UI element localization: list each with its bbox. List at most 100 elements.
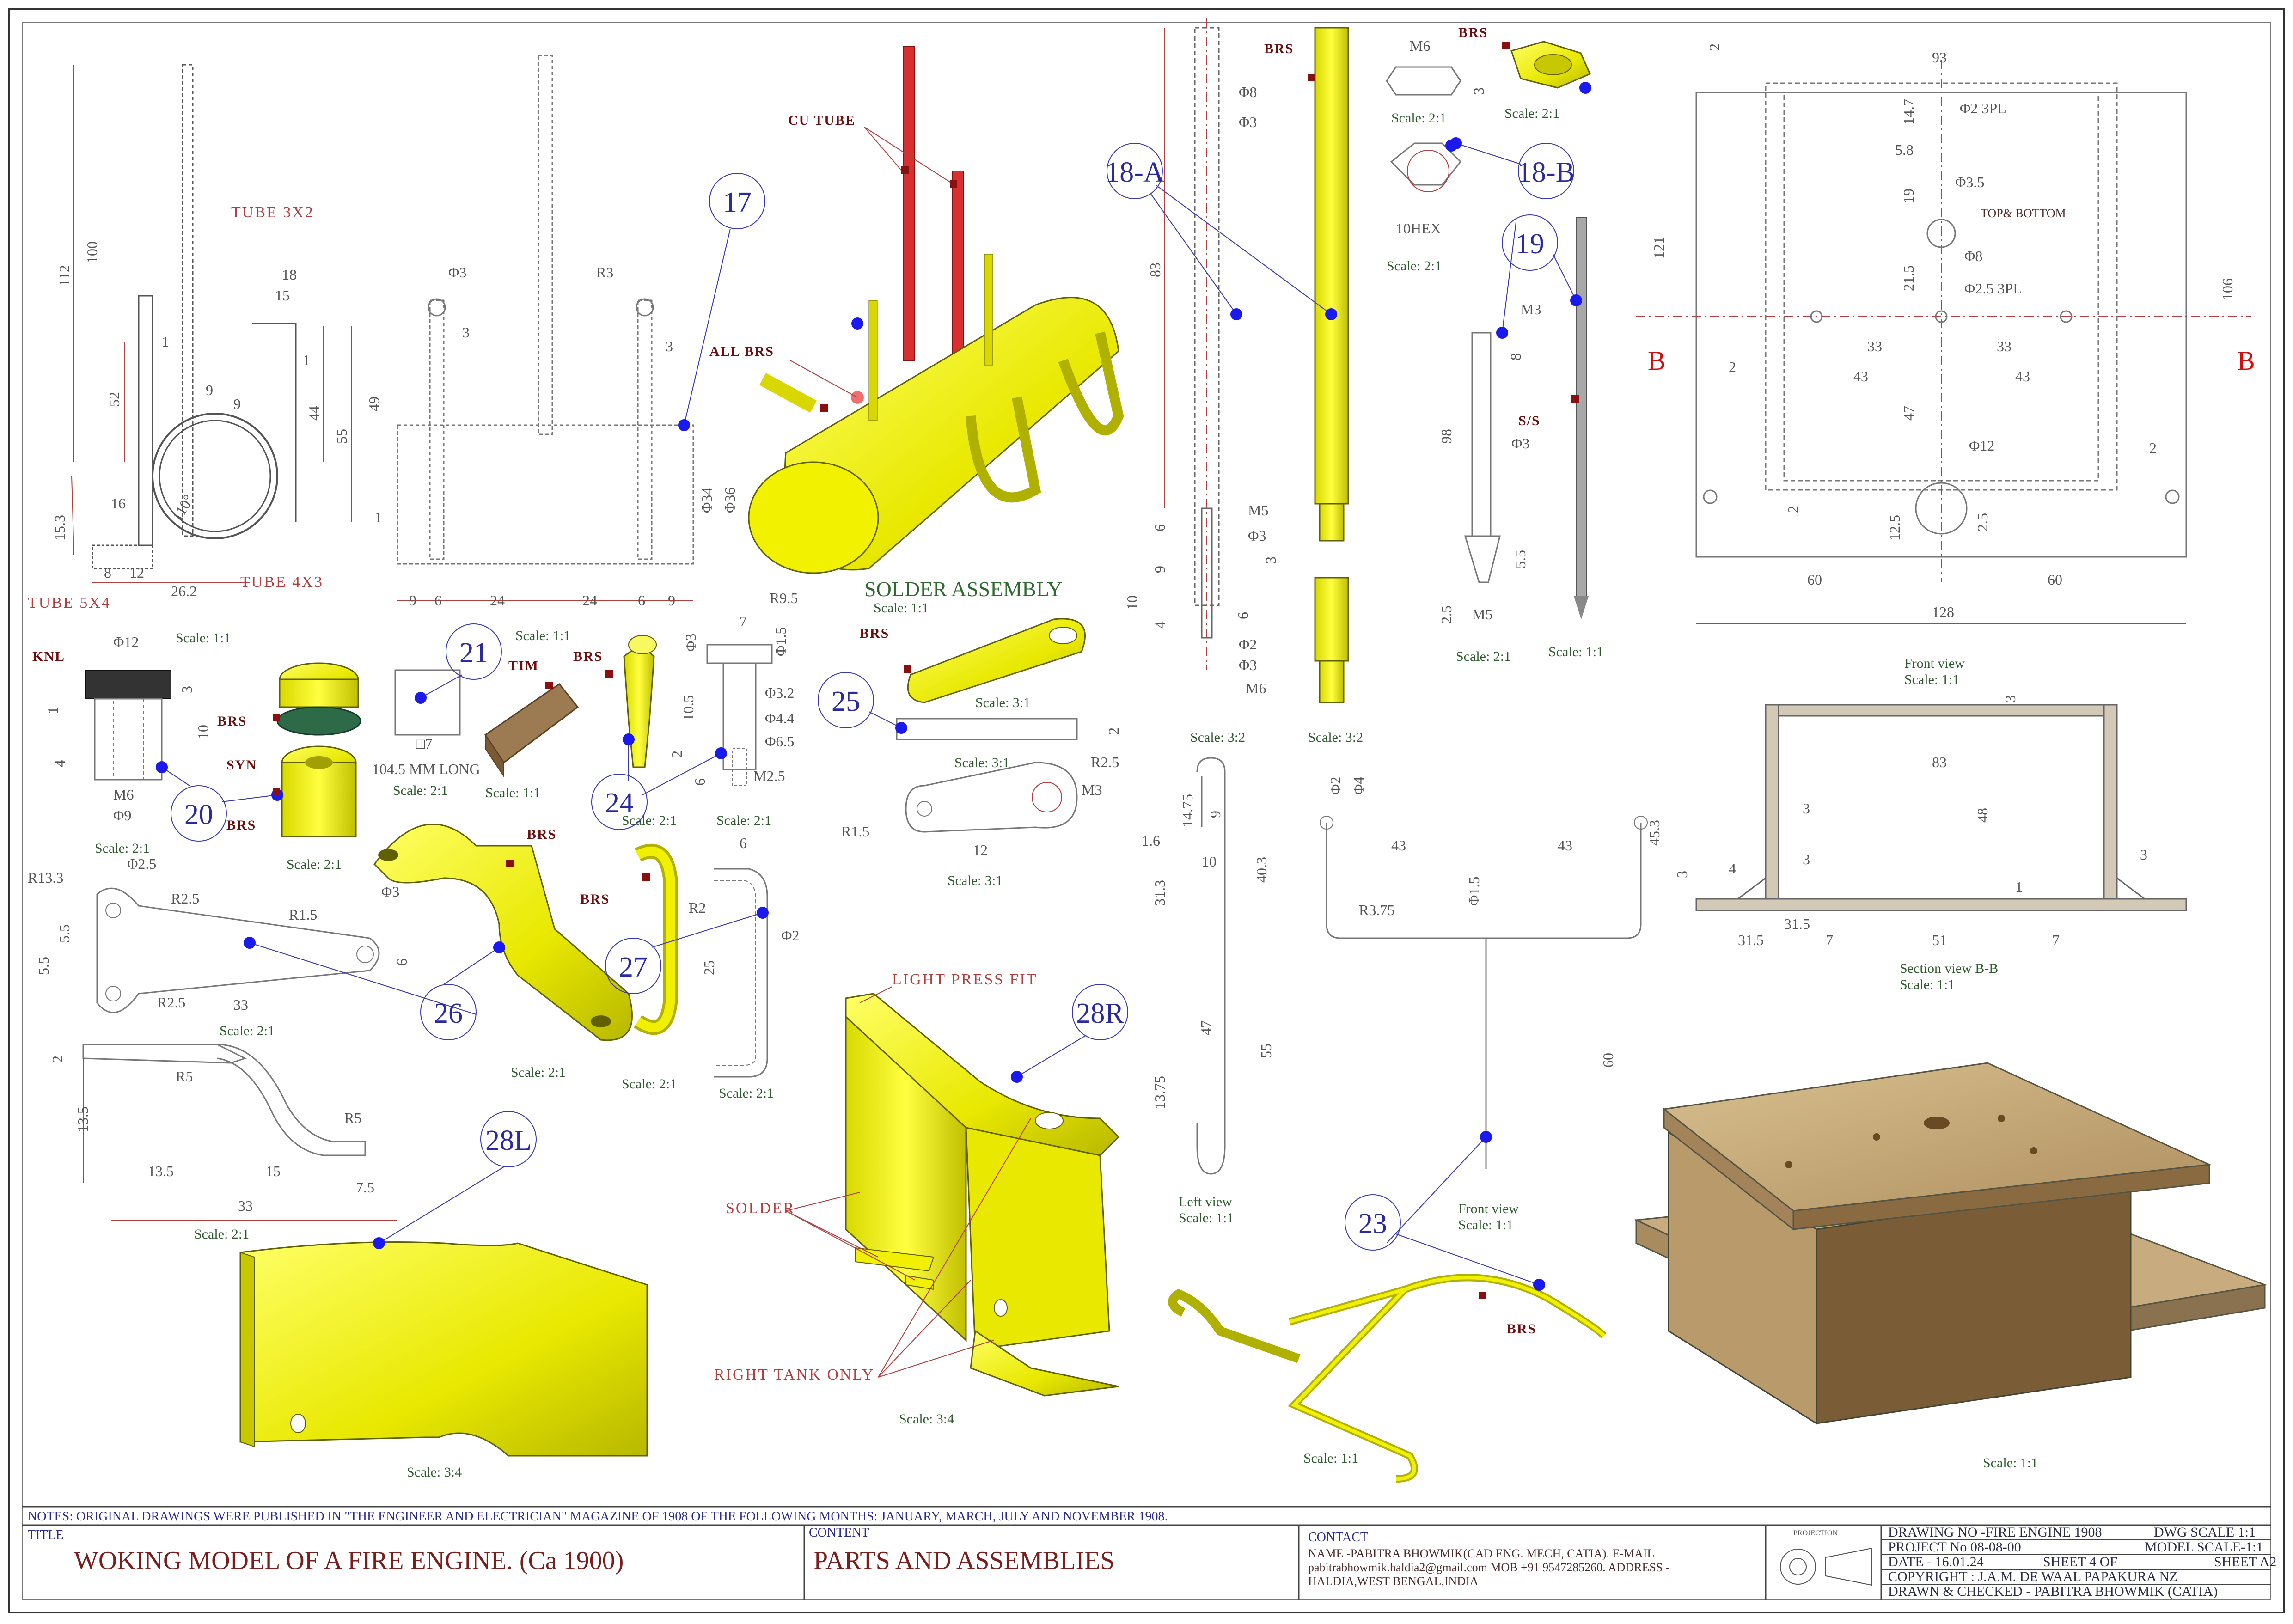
- scale-text: Scale: 1:1: [176, 630, 231, 646]
- front-view-label: Front view: [1458, 1201, 1519, 1216]
- dim-text: 2: [1729, 359, 1736, 375]
- scale-text: Scale: 3:4: [407, 1465, 462, 1480]
- dim-text: Φ2: [781, 927, 799, 944]
- dim-text: 8: [104, 564, 111, 581]
- dim-text: 3: [1803, 851, 1810, 867]
- dim-text: 25: [701, 960, 717, 975]
- dim-text: 8: [1507, 353, 1524, 360]
- scale-text: Scale: 1:1: [485, 785, 540, 800]
- label-light-press-fit: LIGHT PRESS FIT: [892, 971, 1038, 988]
- dim-text: 3: [1803, 800, 1810, 817]
- balloon-27: 27: [619, 952, 648, 983]
- label-syn: SYN: [226, 757, 257, 773]
- dim-text: R5: [176, 1068, 193, 1085]
- scale-text: Scale: 3:4: [899, 1411, 954, 1427]
- rod-18a-dims: 83 Φ8 Φ3 M5 Φ3 3 6 9 10 4 6 Φ2 Φ3 M6 Sca…: [1124, 41, 1363, 745]
- dim-text: 31.5: [1784, 916, 1810, 932]
- dim-text: 31.3: [1151, 880, 1168, 906]
- scale-text: Scale: 2:1: [220, 1023, 275, 1038]
- dim-text: R5: [344, 1110, 361, 1126]
- scale-text: Scale: 1:1: [1303, 1451, 1358, 1466]
- dim-text: 43: [1391, 837, 1406, 854]
- dim-text: Φ34: [698, 488, 715, 513]
- timber-21: □7 104.5 MM LONG Scale: 2:1 Scale: 1:1 T…: [372, 658, 579, 800]
- scale-text: Scale: 3:1: [975, 695, 1030, 710]
- dim-text: Φ3: [1239, 657, 1257, 673]
- dim-text: 3: [2002, 695, 2018, 702]
- contact-line-3: HALDIA,WEST BENGAL,INDIA: [1308, 1575, 1479, 1588]
- dim-text: 33: [1867, 338, 1882, 354]
- solder-assembly-title: SOLDER ASSEMBLY: [864, 577, 1063, 601]
- tank-28l: Scale: 3:4: [239, 1241, 648, 1480]
- scale-text: Scale: 3:1: [948, 873, 1003, 888]
- balloon-28r: 28R: [1076, 998, 1124, 1029]
- dim-text: 18: [282, 266, 297, 283]
- scale-text: Scale: 2:1: [716, 813, 771, 828]
- dim-text: 51: [1932, 932, 1947, 948]
- dim-text: 128: [1932, 604, 1954, 620]
- contact-line-2: pabitrabhowmik.haldia2@gmail.com MOB +91…: [1308, 1561, 1669, 1574]
- dim-text: 7: [740, 613, 747, 629]
- dim-text: 43: [2015, 368, 2030, 385]
- dim-text: 2: [1105, 727, 1122, 735]
- dim-text: 93: [1932, 49, 1947, 66]
- dim-text: M6: [113, 786, 134, 803]
- dim-text: 1: [162, 333, 169, 350]
- dim-text: Φ2.5 3PL: [1964, 280, 2022, 297]
- dim-text: M2.5: [753, 768, 785, 784]
- model-scale: MODEL SCALE-1:1: [2145, 1539, 2263, 1555]
- dim-text: 13.5: [148, 1163, 174, 1179]
- dim-text: 21.5: [1900, 265, 1917, 291]
- dim-text: 7.5: [356, 1179, 374, 1196]
- dim-text: R2.5: [1091, 754, 1119, 770]
- dim-text: M3: [1521, 301, 1541, 317]
- dim-text: 10.5: [680, 695, 697, 721]
- label-long: 104.5 MM LONG: [372, 761, 480, 777]
- scale-text: Scale: 1:1: [1548, 644, 1603, 659]
- dim-text: 60: [2048, 571, 2062, 588]
- copyright: COPYRIGHT : J.A.M. DE WAAL PAPAKURA NZ: [1888, 1569, 2178, 1584]
- dim-text: Φ8: [1964, 248, 1982, 264]
- dim-text: 55: [333, 429, 350, 444]
- label-top-bottom: TOP& BOTTOM: [1981, 207, 2066, 220]
- dim-text: 10: [195, 725, 211, 739]
- dim-text: 45.3: [1646, 820, 1663, 846]
- notes-text: NOTES: ORIGINAL DRAWINGS WERE PUBLISHED …: [28, 1509, 1168, 1524]
- left-view-label: Left view: [1179, 1194, 1232, 1209]
- dim-text: 1: [303, 352, 310, 368]
- dim-text: Φ3: [448, 264, 466, 281]
- balloon-18b: 18-B: [1517, 157, 1575, 188]
- dim-text: R3.75: [1359, 902, 1394, 918]
- label-solder: SOLDER: [726, 1200, 795, 1217]
- base-top-dims: 2 93 14.7 Φ2 3PL 5.8 Φ3.5 19 Φ8 21.5 Φ2.…: [1648, 43, 2255, 620]
- label-tube-4x3: TUBE 4X3: [240, 574, 324, 591]
- dim-text: 3: [178, 686, 195, 693]
- dim-text: 12: [973, 842, 988, 858]
- scale-text: Scale: 1:1: [1458, 1217, 1513, 1233]
- dim-text: 48: [1974, 808, 1991, 823]
- dim-text: 9: [1207, 811, 1223, 818]
- scale-text: Scale: 2:1: [622, 1076, 677, 1092]
- dim-text: 52: [106, 392, 122, 407]
- dim-text: 47: [1900, 406, 1917, 421]
- dim-text: 5.8: [1895, 141, 1914, 158]
- dim-text: 9: [1151, 566, 1168, 573]
- dim-text: 31.5: [1738, 932, 1764, 948]
- wire-23: 14.75 9 1.6 10 31.3 40.3 47 55 13.75 Lef…: [1142, 757, 1663, 1483]
- dim-text: 6: [691, 778, 708, 786]
- dim-text: 106: [2219, 278, 2236, 300]
- dim-text: 7: [1826, 932, 1833, 948]
- label-all-brs: ALL BRS: [709, 344, 774, 359]
- label-tube-3x2: TUBE 3X2: [231, 204, 314, 221]
- dim-text: 100: [84, 241, 100, 263]
- dim-text: 15.3: [51, 515, 68, 541]
- balloon-18a: 18-A: [1105, 157, 1164, 188]
- dim-text: 43: [1853, 368, 1868, 385]
- label-brs: BRS: [217, 714, 247, 729]
- dim-text: 9: [233, 396, 241, 412]
- dim-text: 4: [1729, 860, 1736, 877]
- dim-text: 14.7: [1900, 99, 1917, 125]
- tank-drawing: [397, 55, 694, 601]
- dim-text: M3: [1082, 781, 1102, 798]
- dim-text: 55: [1258, 1044, 1274, 1058]
